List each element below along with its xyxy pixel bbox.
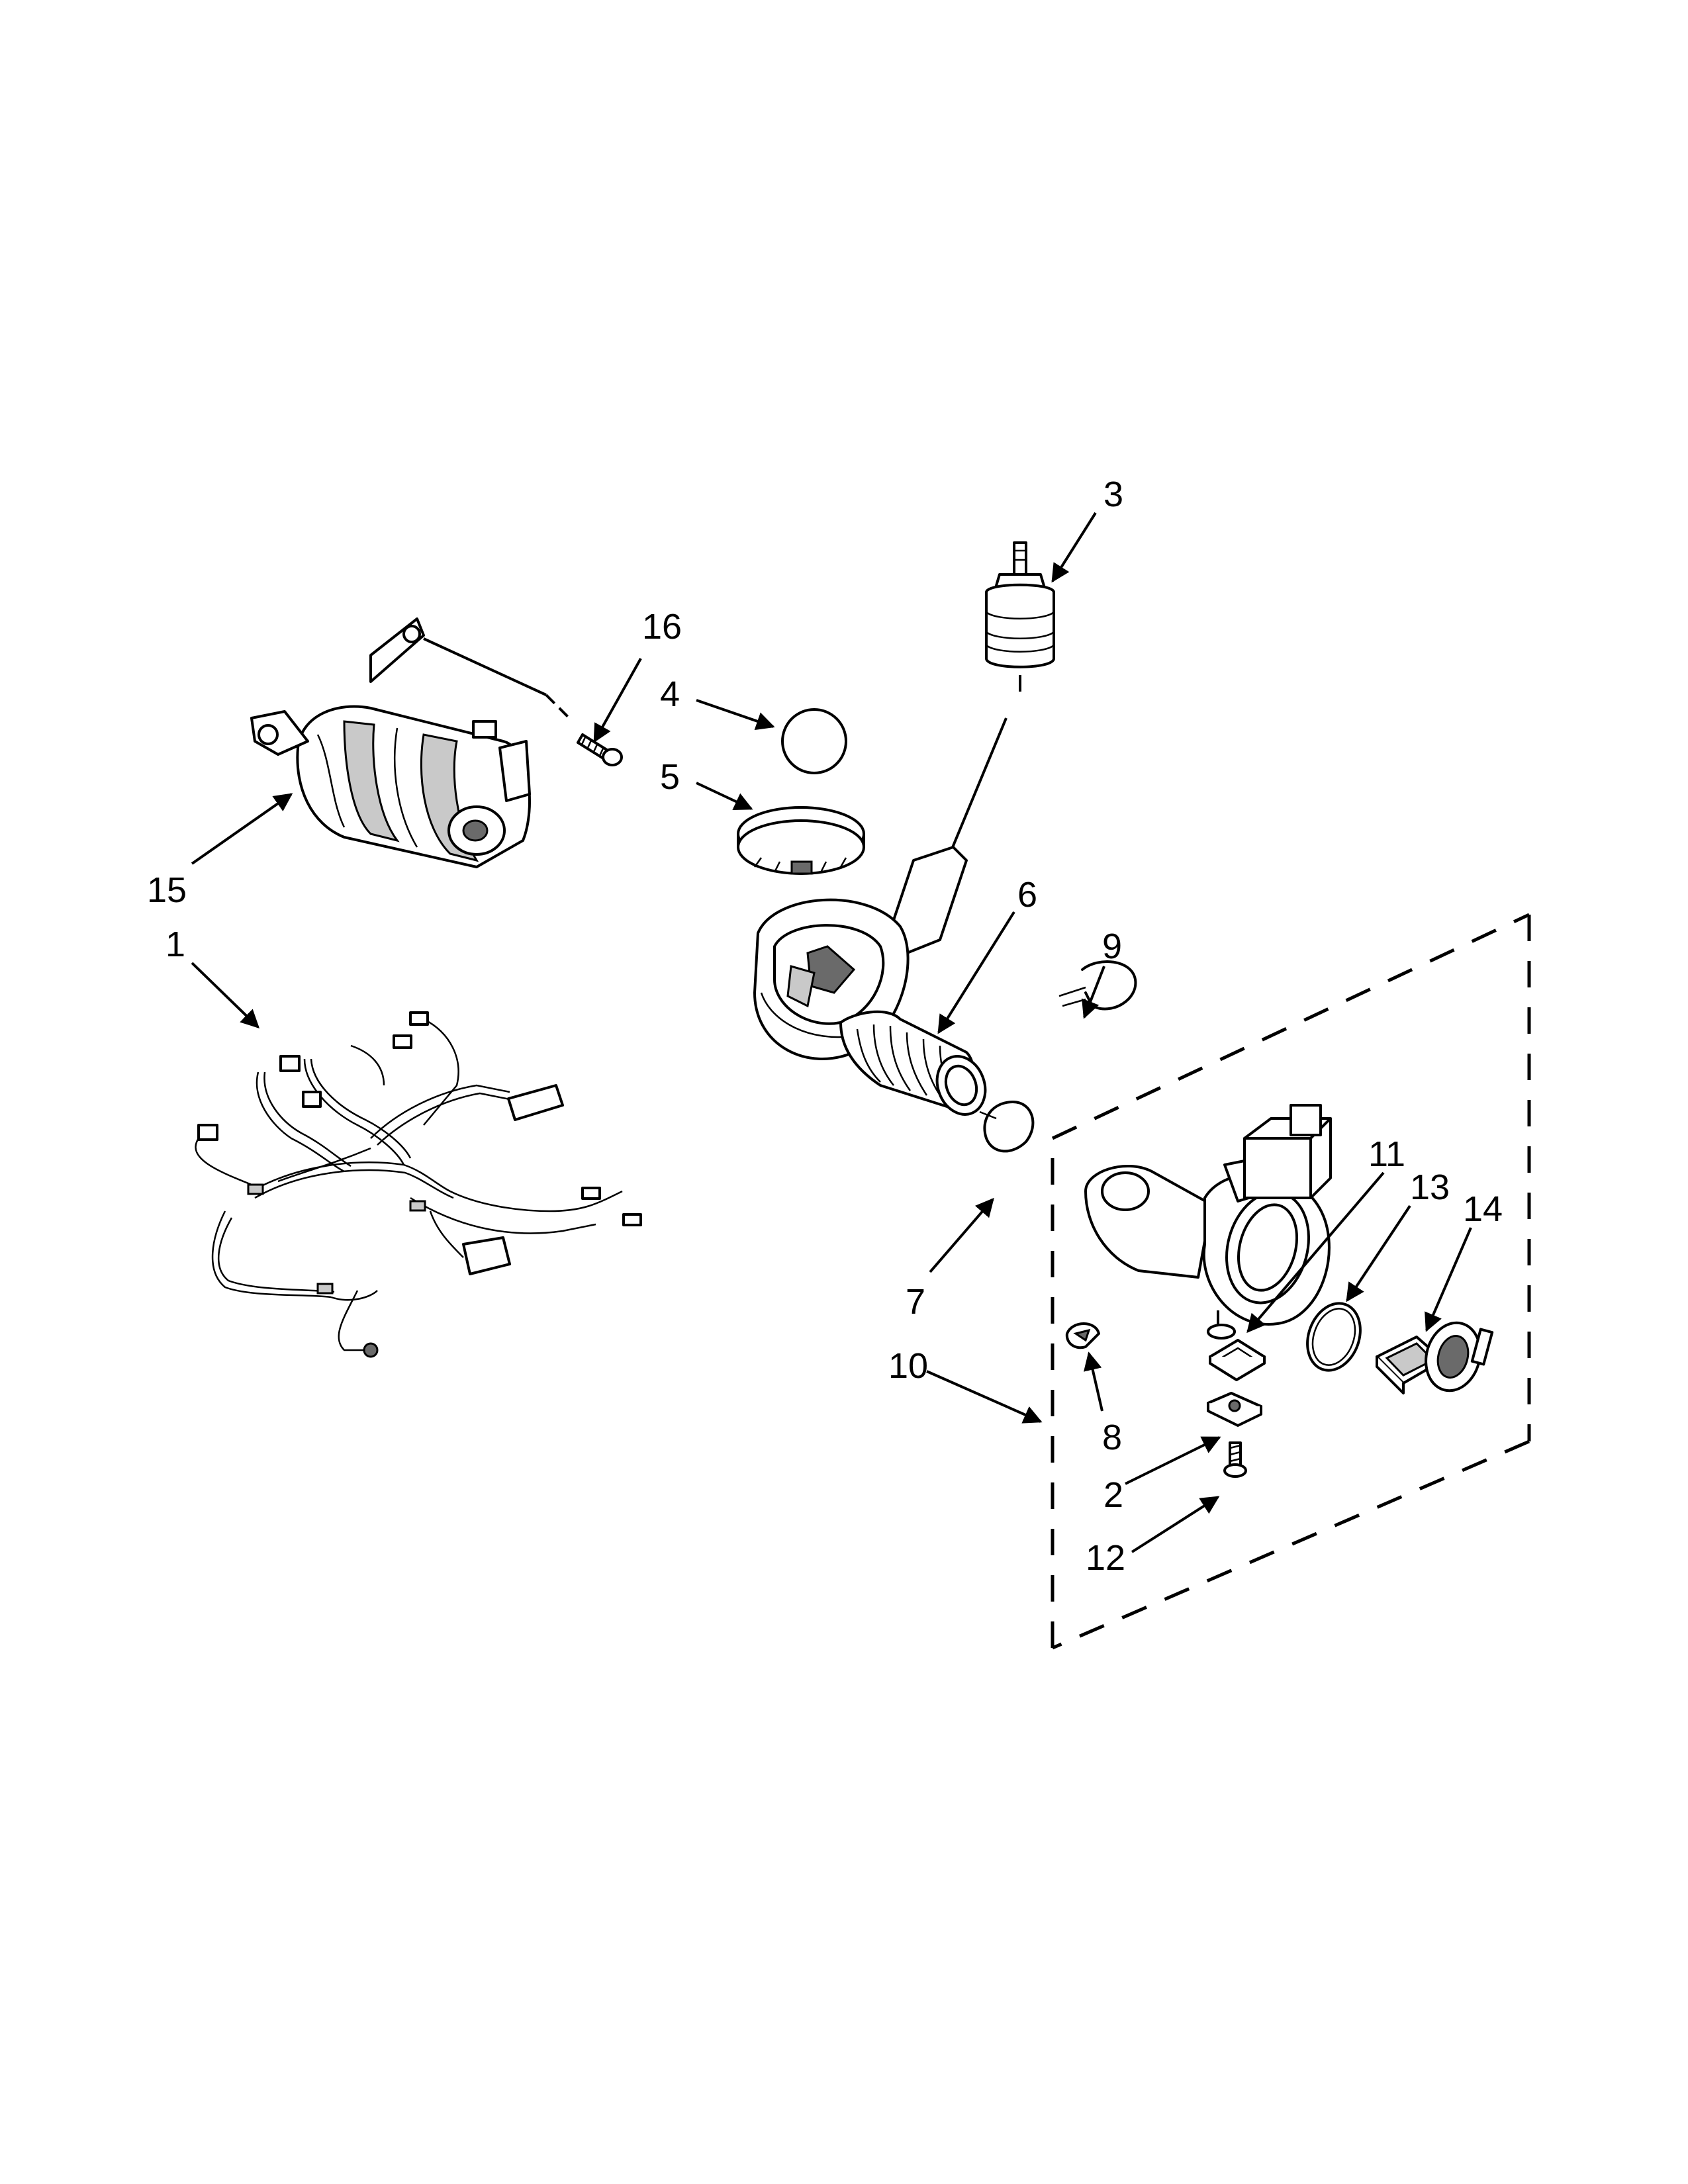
- callout-13: 13: [1410, 1167, 1450, 1207]
- callout-15: 15: [147, 870, 187, 910]
- callout-16: 16: [642, 607, 682, 647]
- callout-9: 9: [1102, 927, 1122, 966]
- drain-pump: [1084, 1104, 1332, 1340]
- hose-clip-9: [1058, 960, 1137, 1011]
- bracket-screw: [1223, 1441, 1247, 1478]
- callout-4: 4: [660, 674, 680, 714]
- callout-labels: 3 16 4 5 15 1 6 9 11 13 14 7 10 8 2 12: [147, 475, 1503, 1578]
- pump-assembly-boundary: [1051, 913, 1531, 1650]
- pump-clip-8: [1065, 1322, 1100, 1349]
- callout-7: 7: [906, 1282, 925, 1322]
- callout-1: 1: [165, 925, 185, 964]
- callout-3: 3: [1103, 475, 1123, 514]
- sump-hose: [753, 717, 1008, 1116]
- filter-o-ring: [1306, 1302, 1362, 1372]
- callout-8: 8: [1102, 1418, 1122, 1457]
- pump-gasket: [1209, 1339, 1266, 1381]
- pump-filter: [1376, 1321, 1494, 1394]
- hose-clamp-7: [979, 1101, 1035, 1153]
- callout-14: 14: [1463, 1189, 1503, 1229]
- o-ring: [781, 708, 847, 774]
- air-dome-cap: [985, 541, 1055, 692]
- pump-bracket: [1207, 1392, 1262, 1427]
- hose-clamp: [737, 806, 865, 875]
- wire-harness: [195, 1011, 642, 1358]
- callout-6: 6: [1017, 875, 1037, 915]
- leader-lines: [191, 512, 1472, 1553]
- motor-screw: [545, 694, 623, 766]
- drive-motor: [250, 617, 547, 868]
- callout-11: 11: [1368, 1134, 1405, 1174]
- callout-10: 10: [888, 1346, 928, 1386]
- callout-12: 12: [1086, 1538, 1125, 1578]
- callout-2: 2: [1103, 1475, 1123, 1515]
- callout-5: 5: [660, 757, 680, 797]
